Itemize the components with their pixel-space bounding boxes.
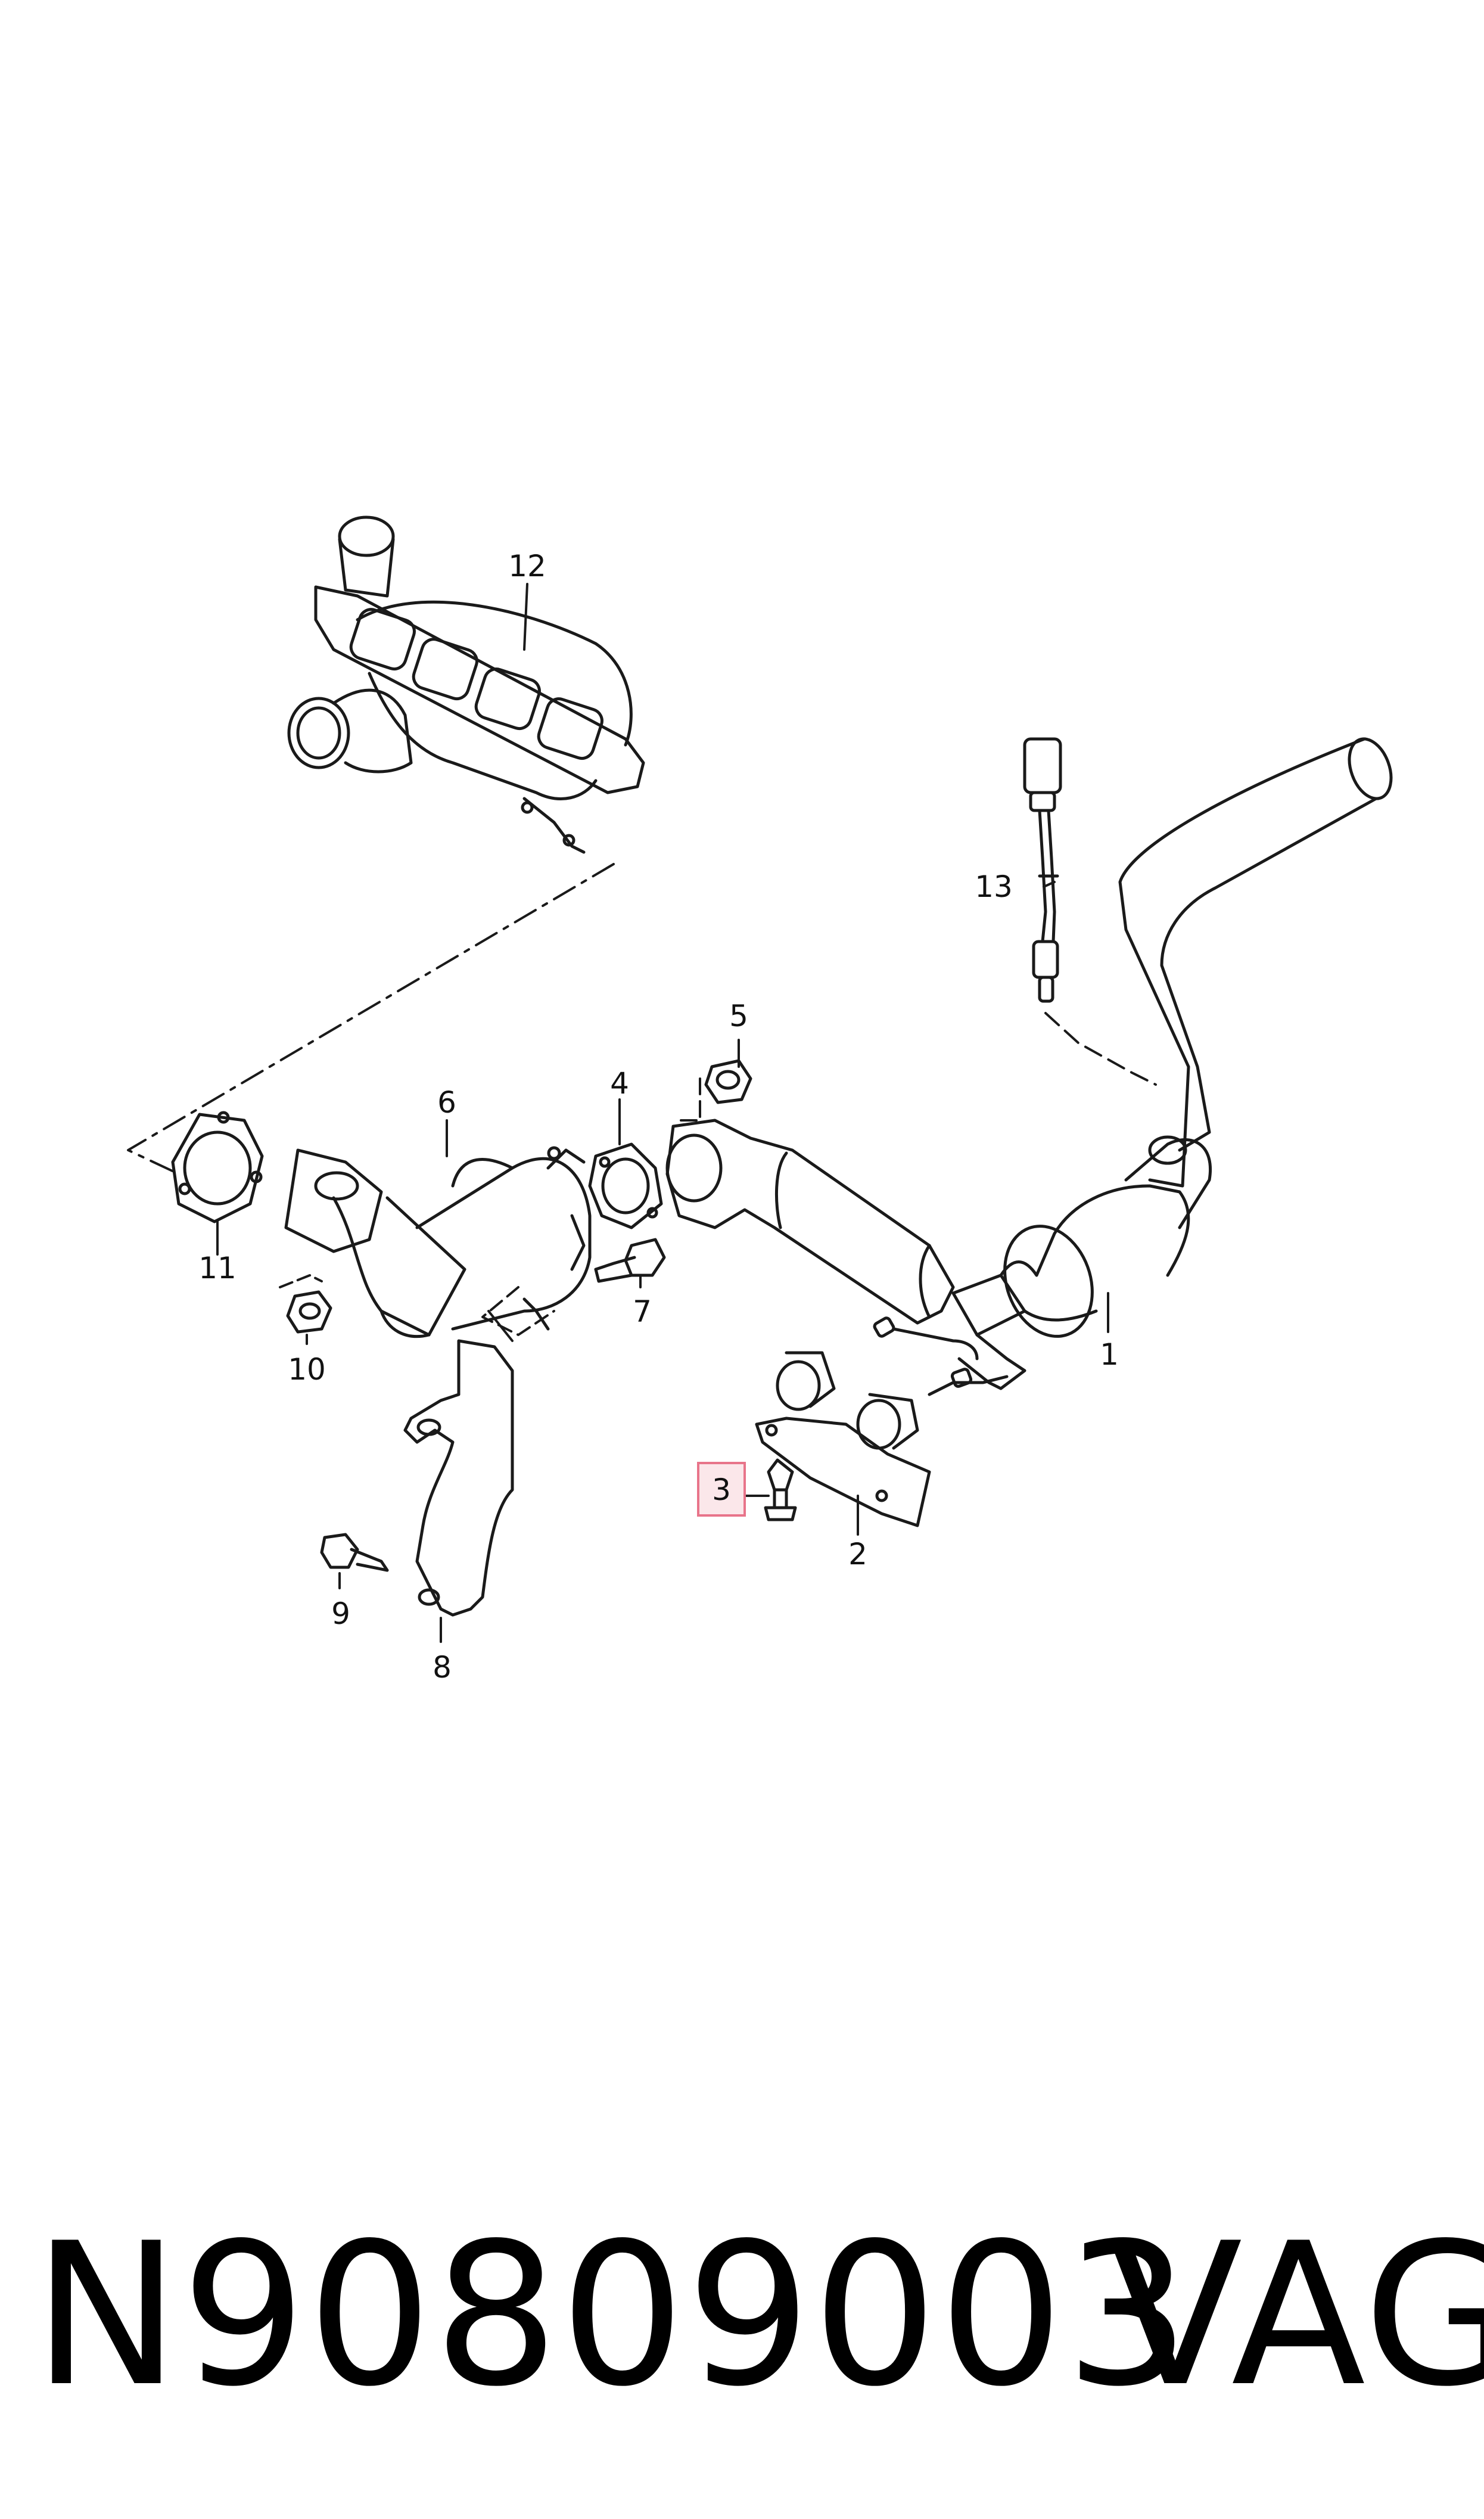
callout-11: 11 — [198, 1251, 237, 1285]
callout-1: 1 — [1100, 1337, 1119, 1372]
callout-4: 4 — [610, 1066, 629, 1101]
callout-10: 10 — [288, 1352, 326, 1387]
catalytic-converter-part-6 — [284, 1146, 592, 1338]
callout-labels: 1 2 3 4 5 6 7 8 9 10 11 12 13 — [198, 549, 1119, 1685]
brand-name: VAG — [1108, 2201, 1484, 2430]
bracket-part-2 — [755, 1351, 931, 1527]
callout-5: 5 — [729, 999, 748, 1033]
turbo-manifold-part — [287, 515, 645, 854]
leader-lines — [216, 583, 1109, 1643]
part-number: N90809003 — [33, 2201, 1191, 2430]
exhaust-pipe-part-1 — [665, 737, 1393, 1396]
callout-12: 12 — [508, 549, 546, 583]
callout-2: 2 — [848, 1537, 867, 1571]
callout-13: 13 — [975, 869, 1013, 904]
callout-6: 6 — [437, 1085, 456, 1120]
callout-9: 9 — [331, 1596, 350, 1631]
heat-shield-part-8 — [403, 1339, 514, 1617]
callout-8: 8 — [433, 1650, 452, 1685]
bolt-part-7 — [594, 1238, 666, 1283]
nut-part-10 — [279, 1274, 332, 1334]
bolt-part-3 — [764, 1458, 797, 1521]
bolt-part-9 — [320, 1533, 389, 1572]
callout-3: 3 — [712, 1473, 731, 1507]
callout-3-highlight — [697, 1462, 746, 1517]
nut-part-5 — [678, 1059, 752, 1122]
gasket-part-11 — [171, 1111, 264, 1223]
gasket-part-4 — [588, 1142, 663, 1229]
callout-7: 7 — [633, 1294, 652, 1329]
sensor-part-13 — [1023, 737, 1062, 1003]
